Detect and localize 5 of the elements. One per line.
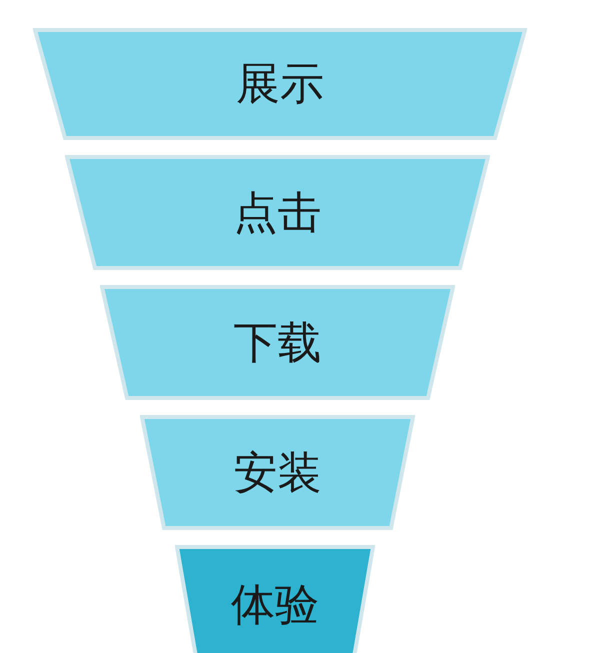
stage-label: 下载 [234, 316, 322, 370]
stage-label: 安装 [234, 446, 322, 500]
stage-label: 展示 [236, 58, 324, 112]
stage-label: 点击 [234, 186, 322, 240]
stage-label: 体验 [231, 578, 319, 632]
